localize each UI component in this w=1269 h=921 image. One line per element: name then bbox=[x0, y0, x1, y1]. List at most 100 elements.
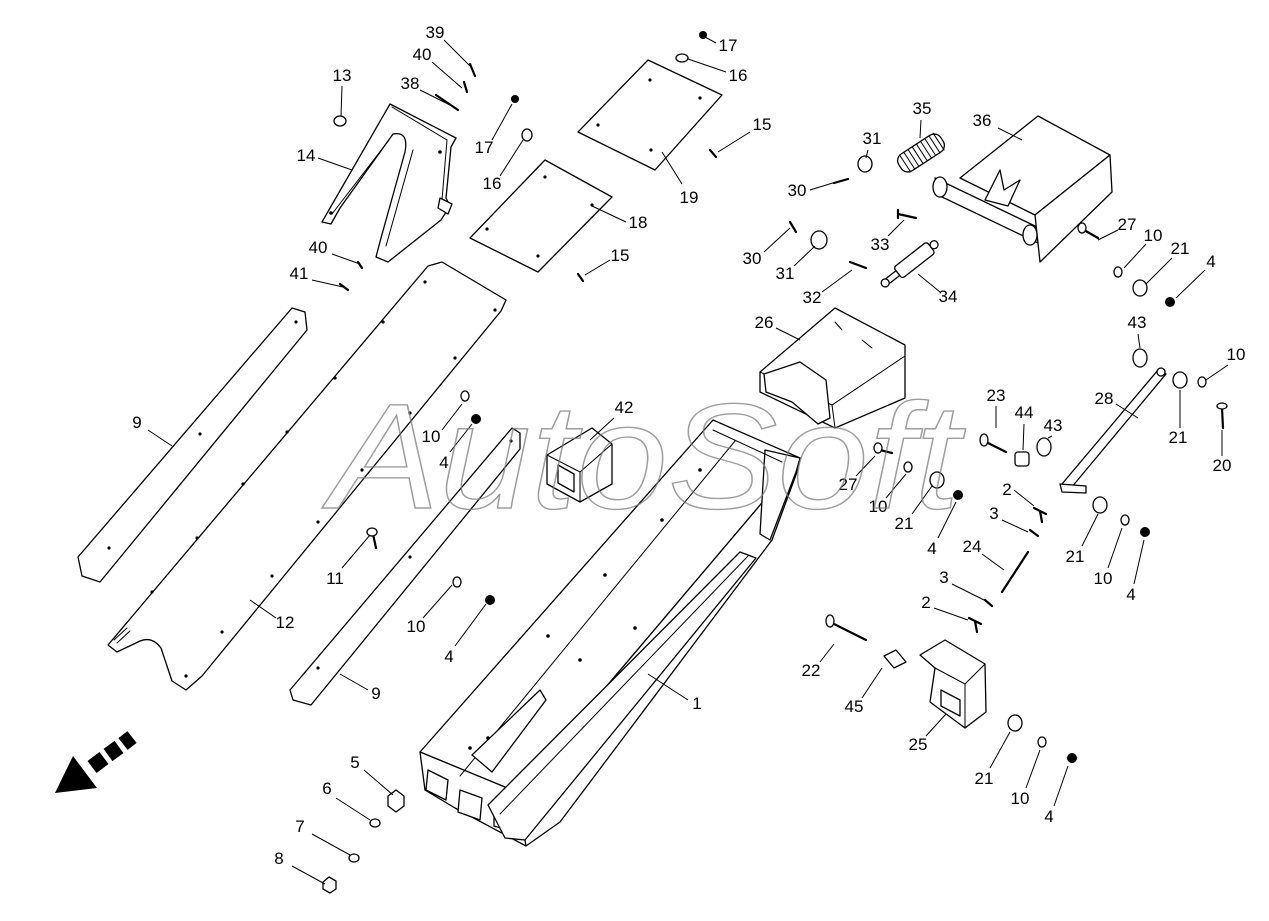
part-45-bushing bbox=[883, 649, 907, 669]
frame-opening bbox=[457, 789, 483, 821]
housing-side bbox=[1034, 154, 1113, 263]
hole bbox=[698, 468, 702, 472]
callout-label: 1 bbox=[692, 694, 701, 713]
callout-label: 20 bbox=[1213, 456, 1232, 475]
part-35-spring bbox=[897, 132, 945, 173]
callout-label: 19 bbox=[680, 188, 699, 207]
washer bbox=[1132, 279, 1148, 297]
hole bbox=[578, 658, 582, 662]
callout-leader bbox=[491, 103, 513, 141]
callout-label: 43 bbox=[1044, 416, 1063, 435]
bracket-slot bbox=[940, 689, 961, 717]
frame-top-bar bbox=[712, 429, 783, 463]
callout-leader bbox=[1137, 333, 1141, 349]
callout-leader bbox=[1022, 423, 1025, 451]
callout-label: 42 bbox=[615, 398, 634, 417]
nut bbox=[485, 595, 495, 605]
hole bbox=[329, 211, 333, 215]
part-15-screw bbox=[708, 148, 718, 159]
callout-label: 27 bbox=[1118, 215, 1137, 234]
hole bbox=[220, 630, 224, 634]
callout-label: 15 bbox=[753, 115, 772, 134]
bracket-cutout bbox=[557, 464, 575, 493]
cylinder-eye bbox=[929, 240, 939, 250]
washer bbox=[1172, 371, 1188, 389]
callout-leader bbox=[147, 429, 173, 447]
frame-opening bbox=[425, 769, 449, 801]
callout-label: 4 bbox=[1126, 585, 1135, 604]
nut bbox=[1165, 297, 1175, 307]
callout-leader bbox=[819, 643, 835, 663]
callout-label: 10 bbox=[869, 497, 888, 516]
part-22-bolt bbox=[830, 621, 868, 642]
callout-leader bbox=[687, 58, 727, 73]
hole bbox=[649, 148, 653, 152]
callout-label: 32 bbox=[803, 288, 822, 307]
hole bbox=[603, 573, 607, 577]
callout-label: 15 bbox=[611, 246, 630, 265]
rod-outline bbox=[1061, 369, 1167, 489]
part-8-nut bbox=[322, 876, 337, 894]
hole bbox=[486, 736, 490, 740]
callout-leader bbox=[1047, 435, 1053, 439]
hole bbox=[195, 536, 199, 540]
part-3-pin bbox=[1028, 528, 1040, 538]
hole bbox=[408, 555, 412, 559]
callout-label: 4 bbox=[1044, 807, 1053, 826]
hole bbox=[485, 227, 489, 231]
callout-leader bbox=[339, 673, 369, 691]
hole bbox=[698, 96, 702, 100]
callout-label: 43 bbox=[1128, 313, 1147, 332]
callout-leader bbox=[661, 151, 683, 185]
part-3-pin bbox=[983, 598, 994, 608]
washer bbox=[1092, 496, 1108, 514]
hole bbox=[316, 666, 320, 670]
callout-leader bbox=[885, 473, 907, 499]
bracket-outline bbox=[321, 103, 457, 263]
callout-label: 3 bbox=[939, 568, 948, 587]
part-15-screw bbox=[576, 272, 585, 283]
nut bbox=[1067, 753, 1077, 763]
hole bbox=[493, 308, 497, 312]
part-12-panel bbox=[107, 261, 507, 691]
callout-leader bbox=[584, 259, 611, 276]
callout-leader bbox=[933, 607, 969, 621]
watermark: AutoSoft bbox=[321, 371, 967, 540]
callout-leader bbox=[341, 534, 371, 569]
callout-leader bbox=[443, 39, 471, 67]
callout-leader bbox=[249, 599, 277, 619]
housing-fin bbox=[984, 169, 1021, 207]
ring bbox=[1132, 348, 1148, 368]
callout-label: 25 bbox=[909, 735, 928, 754]
callout-label: 40 bbox=[309, 238, 328, 257]
hole bbox=[360, 468, 364, 472]
callout-label: 23 bbox=[987, 386, 1006, 405]
strip-outline bbox=[289, 427, 521, 706]
arrow-head bbox=[55, 756, 97, 793]
tube-flange bbox=[932, 176, 948, 198]
panel-outline bbox=[107, 261, 507, 691]
tube-flange bbox=[1022, 224, 1038, 246]
callout-label: 9 bbox=[132, 413, 141, 432]
strip-outline bbox=[77, 307, 308, 583]
callout-leader bbox=[311, 279, 344, 288]
callout-label: 22 bbox=[802, 661, 821, 680]
frame-lower-tube bbox=[487, 551, 757, 841]
bracket-tab bbox=[437, 197, 453, 215]
callout-label: 13 bbox=[333, 66, 352, 85]
callout-label: 12 bbox=[276, 613, 295, 632]
part-9-strip-lower bbox=[289, 427, 521, 706]
hole bbox=[198, 432, 202, 436]
callout-label: 45 bbox=[845, 697, 864, 716]
nut bbox=[471, 414, 481, 424]
callout-leader bbox=[763, 227, 791, 253]
housing-slot bbox=[834, 321, 873, 349]
callout-leader bbox=[1013, 489, 1035, 507]
callout-leader bbox=[419, 89, 453, 107]
hole bbox=[546, 634, 550, 638]
arrow-dash bbox=[118, 731, 137, 750]
callout-leader bbox=[1175, 269, 1206, 299]
callout-leader bbox=[1145, 257, 1173, 285]
